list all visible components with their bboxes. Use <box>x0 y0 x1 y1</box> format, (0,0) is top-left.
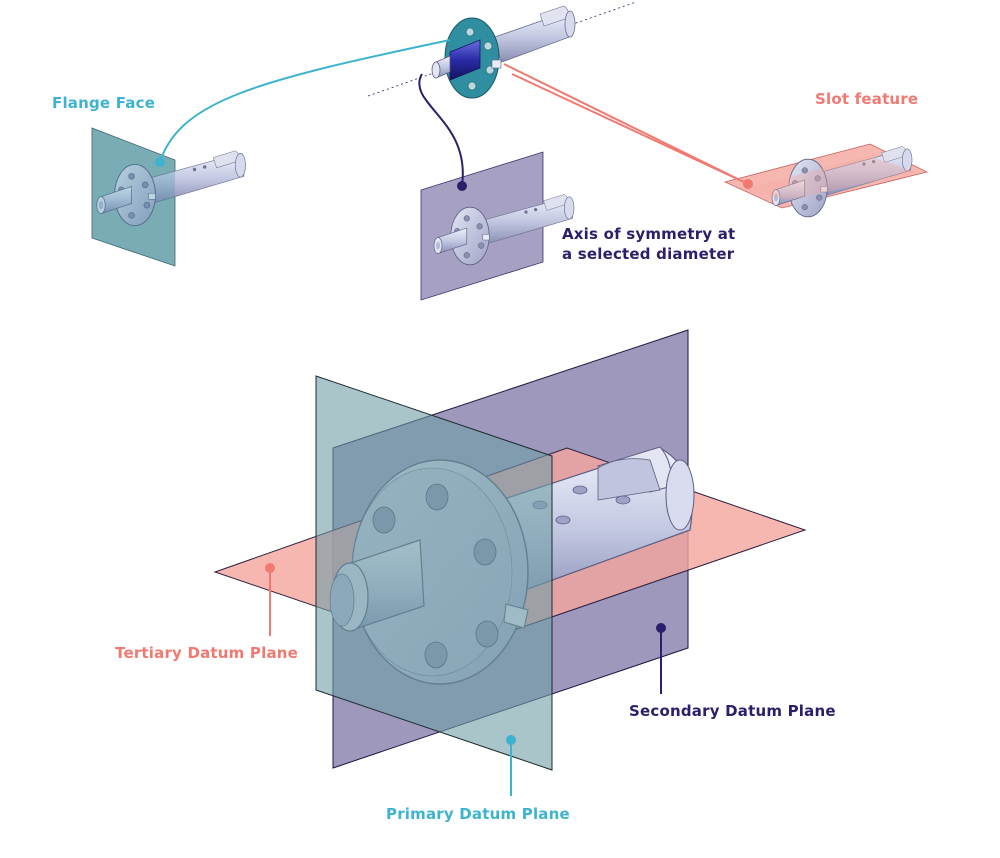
flange-face-leader-dot <box>155 157 165 167</box>
axis-label-line2: a selected diameter <box>562 245 735 263</box>
slot-feature-label: Slot feature <box>815 90 919 108</box>
secondary-leader-dot <box>656 623 666 633</box>
axis-label-line1: Axis of symmetry at <box>562 225 736 243</box>
axis-leader <box>418 73 464 187</box>
top-center-part-icon <box>431 5 576 99</box>
slot-example <box>723 143 929 218</box>
flange-face-leader <box>159 39 451 163</box>
primary-leader-dot <box>506 735 516 745</box>
axis-leader-dot <box>457 181 467 191</box>
main-datum-diagram <box>213 329 807 796</box>
axis-centerline <box>367 1 637 97</box>
slot-leader-dot <box>743 179 753 189</box>
flange-face-label: Flange Face <box>52 94 156 112</box>
axis-of-symmetry-label: Axis of symmetry at a selected diameter <box>562 224 735 264</box>
slot-leader <box>503 63 749 185</box>
tertiary-datum-label: Tertiary Datum Plane <box>115 644 299 662</box>
secondary-datum-label: Secondary Datum Plane <box>629 702 836 720</box>
tertiary-leader-dot <box>265 563 275 573</box>
primary-datum-label: Primary Datum Plane <box>386 805 570 823</box>
flange-face-example <box>91 127 246 267</box>
axis-example <box>420 151 575 301</box>
primary-datum-plane <box>315 375 553 771</box>
